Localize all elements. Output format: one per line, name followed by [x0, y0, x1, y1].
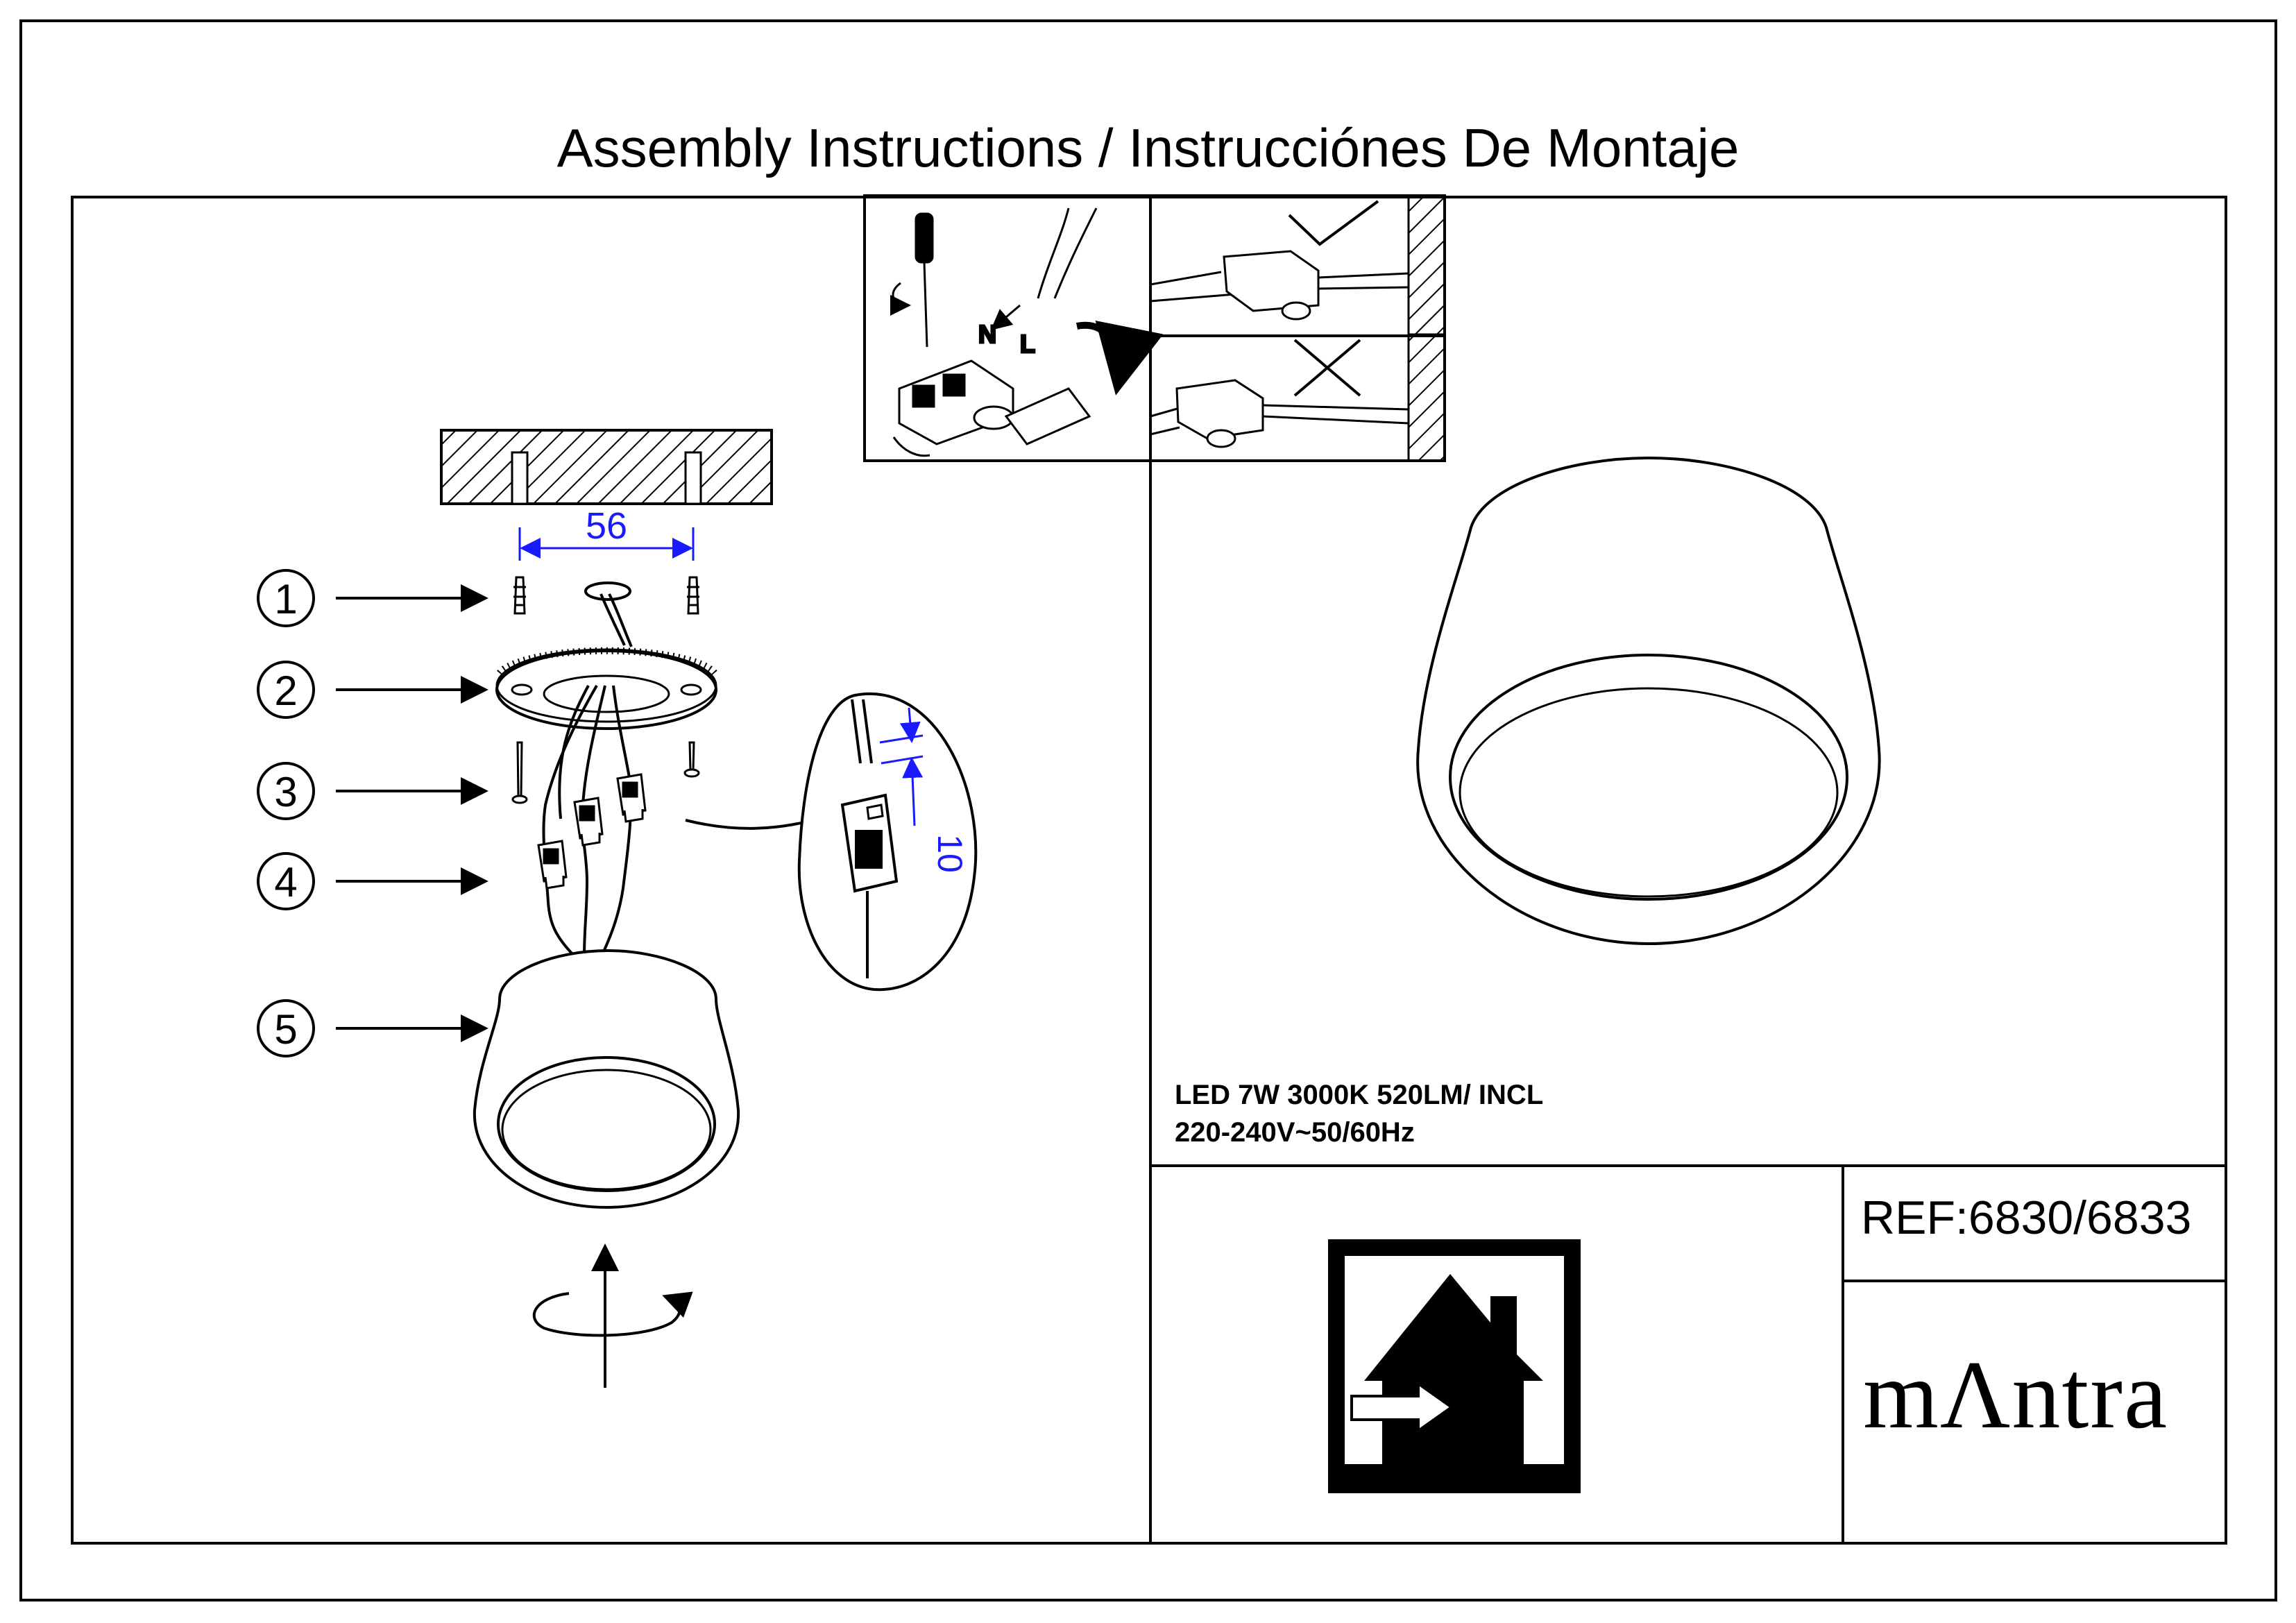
brand-logo: mΛntra [1863, 1339, 2168, 1451]
step-3-number: 3 [274, 769, 297, 815]
spec-line-1: LED 7W 3000K 520LM/ INCL [1175, 1080, 1544, 1110]
page-border [19, 19, 2277, 1601]
assembled-lamp-icon [1416, 456, 1881, 946]
step-2-number: 2 [274, 668, 297, 714]
rotate-arrow-icon [532, 1243, 693, 1388]
incorrect-install-diagram [1150, 334, 1446, 462]
live-label: L [1020, 330, 1035, 358]
step-3: 3 [257, 762, 488, 820]
step-4-number: 4 [274, 859, 297, 906]
ceiling-section [440, 429, 773, 505]
indoor-use-icon [1328, 1239, 1581, 1493]
step-1-number: 1 [274, 576, 297, 622]
step-2: 2 [257, 661, 488, 719]
page-title: Assembly Instructions / Instrucciónes De… [556, 117, 1740, 178]
supply-cable-icon [584, 581, 633, 647]
wire-connector-icon [537, 773, 647, 890]
step-1: 1 [257, 569, 488, 627]
reference-number: REF:6830/6833 [1861, 1191, 2192, 1244]
brand-prefix: m [1863, 1341, 1940, 1449]
correct-install-diagram [1150, 194, 1446, 336]
step-4: 4 [257, 852, 488, 910]
wall-plug-icon [513, 576, 699, 615]
neutral-label: N [978, 320, 996, 348]
brand-suffix: ntra [2012, 1341, 2169, 1449]
connector-detail: 10 [685, 692, 978, 992]
screw-icon [511, 741, 700, 804]
dimension-56-label: 56 [586, 505, 627, 547]
terminal-wiring-inset: N L [890, 207, 1164, 457]
spec-line-2: 220-240V~50/60Hz [1175, 1117, 1415, 1148]
brand-mark: Λ [1939, 1341, 2012, 1449]
strip-length-label: 10 [930, 834, 969, 873]
dimension-56: 56 [518, 505, 695, 561]
lamp-body-icon [473, 949, 740, 1209]
step-5: 5 [257, 999, 488, 1057]
step-5-number: 5 [274, 1006, 297, 1053]
mounting-ring-icon [495, 647, 717, 730]
